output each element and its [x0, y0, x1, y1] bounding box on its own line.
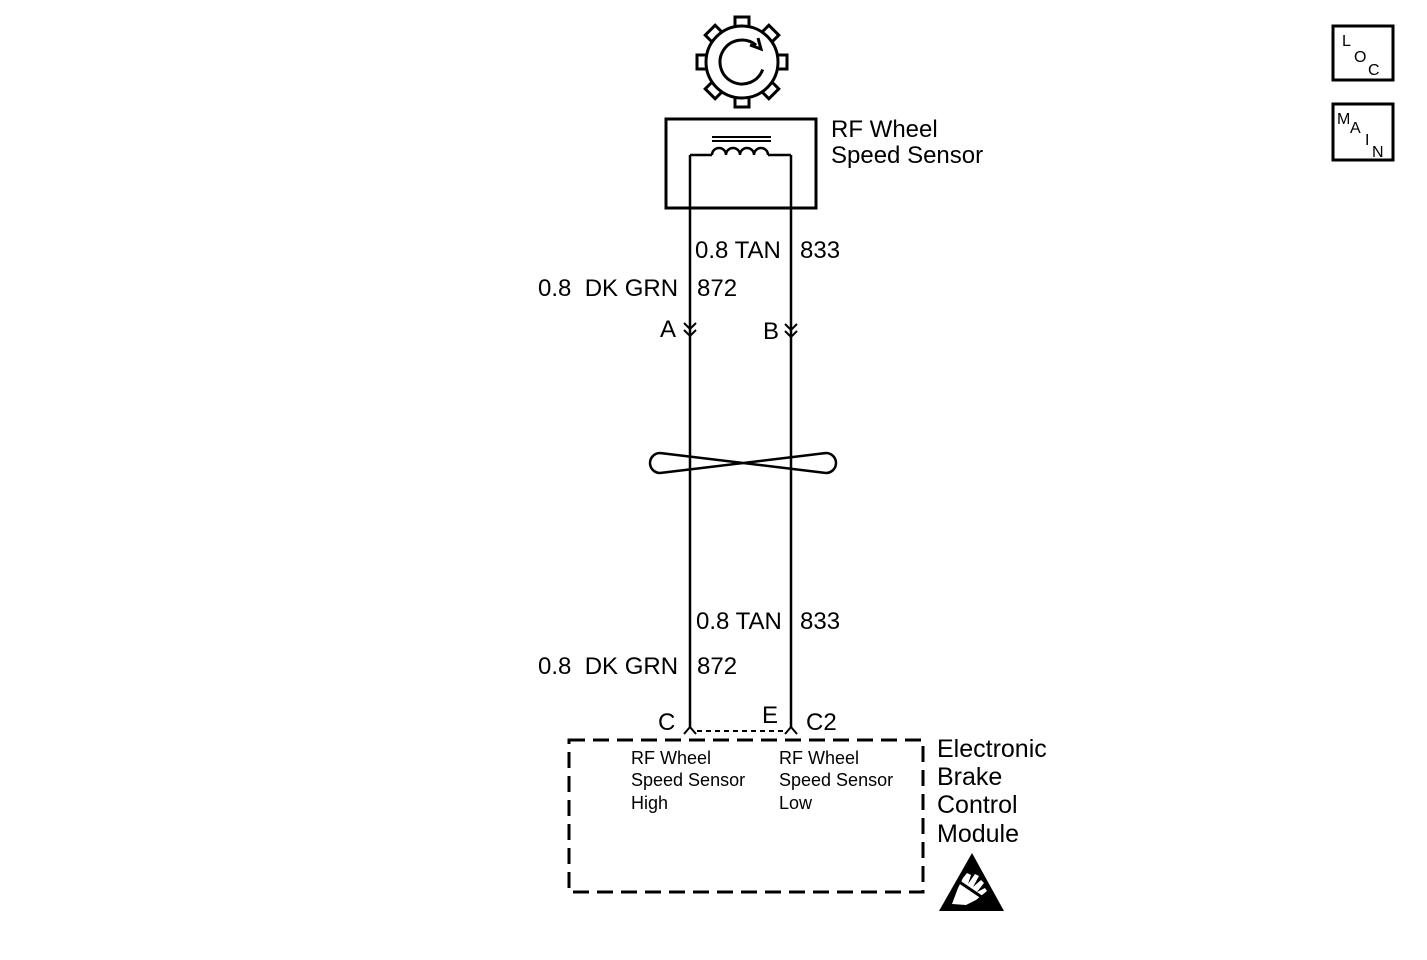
- lower-dk-grn-wire-label: 0.8 DK GRN: [538, 653, 678, 680]
- module-input-low-line-3: Low: [779, 793, 813, 813]
- esd-sensitive-icon: [939, 853, 1004, 911]
- module-pin-c-terminal: [683, 725, 697, 735]
- module-name-line-2: Brake: [937, 763, 1002, 791]
- lower-tan-wire-label: 0.8 TAN: [696, 608, 782, 635]
- connector-chevron-a: [683, 322, 697, 338]
- upper-dk-grn-wire-label: 0.8 DK GRN: [538, 275, 678, 302]
- module-input-high-line-1: RF Wheel: [631, 748, 711, 768]
- upper-tan-wire-label: 0.8 TAN: [695, 237, 781, 264]
- module-name-line-3: Control: [937, 791, 1018, 819]
- loc-letter-3: C: [1368, 62, 1380, 79]
- brake-control-module: RF Wheel Speed Sensor High RF Wheel Spee…: [567, 735, 1047, 894]
- module-pin-c: C: [658, 709, 675, 736]
- coil-icon: [690, 136, 791, 157]
- module-input-low-line-1: RF Wheel: [779, 748, 859, 768]
- wheel-speed-sensor: RF Wheel Speed Sensor: [664, 116, 983, 210]
- main-letter-4: N: [1372, 144, 1384, 161]
- module-input-low-line-2: Speed Sensor: [779, 770, 893, 790]
- lower-tan-wire-circuit: 833: [800, 608, 840, 635]
- upper-dk-grn-wire-circuit: 872: [697, 275, 737, 302]
- connector-chevron-b: [784, 323, 798, 339]
- module-input-high-line-2: Speed Sensor: [631, 770, 745, 790]
- module-pin-e: E: [762, 702, 778, 729]
- sensor-name-line-1: RF Wheel: [831, 116, 938, 143]
- sensor-housing: [664, 117, 818, 210]
- twisted-pair-icon: [648, 451, 838, 475]
- tone-wheel-icon: [695, 15, 789, 109]
- loc-button[interactable]: L O C: [1331, 24, 1395, 82]
- main-letter-3: I: [1365, 132, 1369, 149]
- main-letter-2: A: [1350, 120, 1361, 137]
- lower-dk-grn-wire-circuit: 872: [697, 653, 737, 680]
- sensor-name-line-2: Speed Sensor: [831, 142, 983, 169]
- module-name-line-4: Module: [937, 820, 1019, 848]
- module-name-line-1: Electronic: [937, 735, 1047, 763]
- module-connector-id: C2: [806, 709, 837, 736]
- upper-tan-wire-circuit: 833: [800, 237, 840, 264]
- loc-letter-1: L: [1342, 33, 1351, 50]
- module-input-high-line-3: High: [631, 793, 668, 813]
- main-button[interactable]: M A I N: [1331, 102, 1395, 162]
- main-letter-1: M: [1337, 111, 1350, 128]
- connector-pin-b: B: [763, 318, 779, 345]
- module-connector: C E C2: [658, 702, 837, 736]
- loc-letter-2: O: [1354, 49, 1366, 66]
- connector-pin-a: A: [660, 316, 676, 343]
- module-pin-e-terminal: [784, 725, 798, 735]
- module-outline-dashed: [567, 738, 925, 894]
- sensor-connector: A B: [660, 316, 798, 345]
